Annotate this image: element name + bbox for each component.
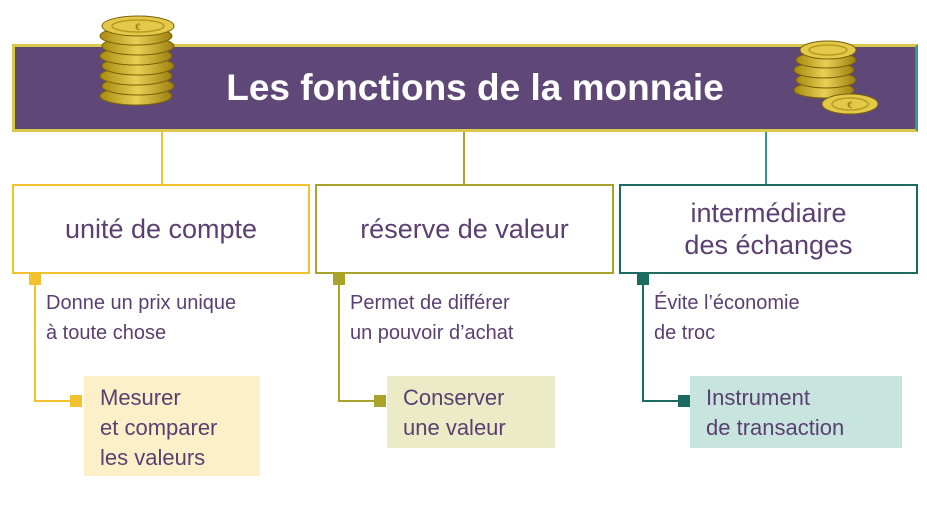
bullet-square: [678, 395, 690, 407]
bullet-square: [333, 273, 345, 285]
tree-line: [642, 400, 680, 402]
bullet-square: [637, 273, 649, 285]
bullet-square: [374, 395, 386, 407]
connector-line: [463, 132, 465, 184]
function-box-unite-de-compte: unité de compte: [12, 184, 310, 274]
function-description: Permet de différer un pouvoir d’achat: [350, 292, 514, 344]
connector-line: [161, 132, 163, 184]
function-name: unité de compte: [64, 213, 258, 244]
function-name: intermédiaire: [690, 197, 847, 228]
function-name: réserve de valeur: [360, 213, 569, 244]
function-description: Évite l’économie de troc: [654, 292, 800, 344]
function-description: Donne un prix unique à toute chose: [46, 292, 237, 344]
page-title: Les fonctions de la monnaie: [226, 67, 724, 108]
coin-stack-icon: €: [790, 38, 882, 118]
role-box: Mesurer et comparer les valeurs: [84, 376, 260, 476]
tree-line: [642, 285, 644, 402]
coin-stack-icon: €: [96, 8, 178, 108]
svg-text:€: €: [135, 23, 141, 33]
function-name: des échanges: [684, 230, 853, 260]
tree-line: [338, 285, 340, 402]
bullet-square: [70, 395, 82, 407]
function-box-reserve-de-valeur: réserve de valeur: [315, 184, 614, 274]
role-box: Conserver une valeur: [387, 376, 555, 448]
tree-line: [34, 285, 36, 402]
tree-line: [338, 400, 376, 402]
role-box: Instrument de transaction: [690, 376, 902, 448]
connector-line: [765, 132, 767, 184]
bullet-square: [29, 273, 41, 285]
tree-line: [34, 400, 72, 402]
function-box-intermediaire-des-echanges: intermédiaire des échanges: [619, 184, 918, 274]
svg-text:€: €: [847, 101, 853, 111]
